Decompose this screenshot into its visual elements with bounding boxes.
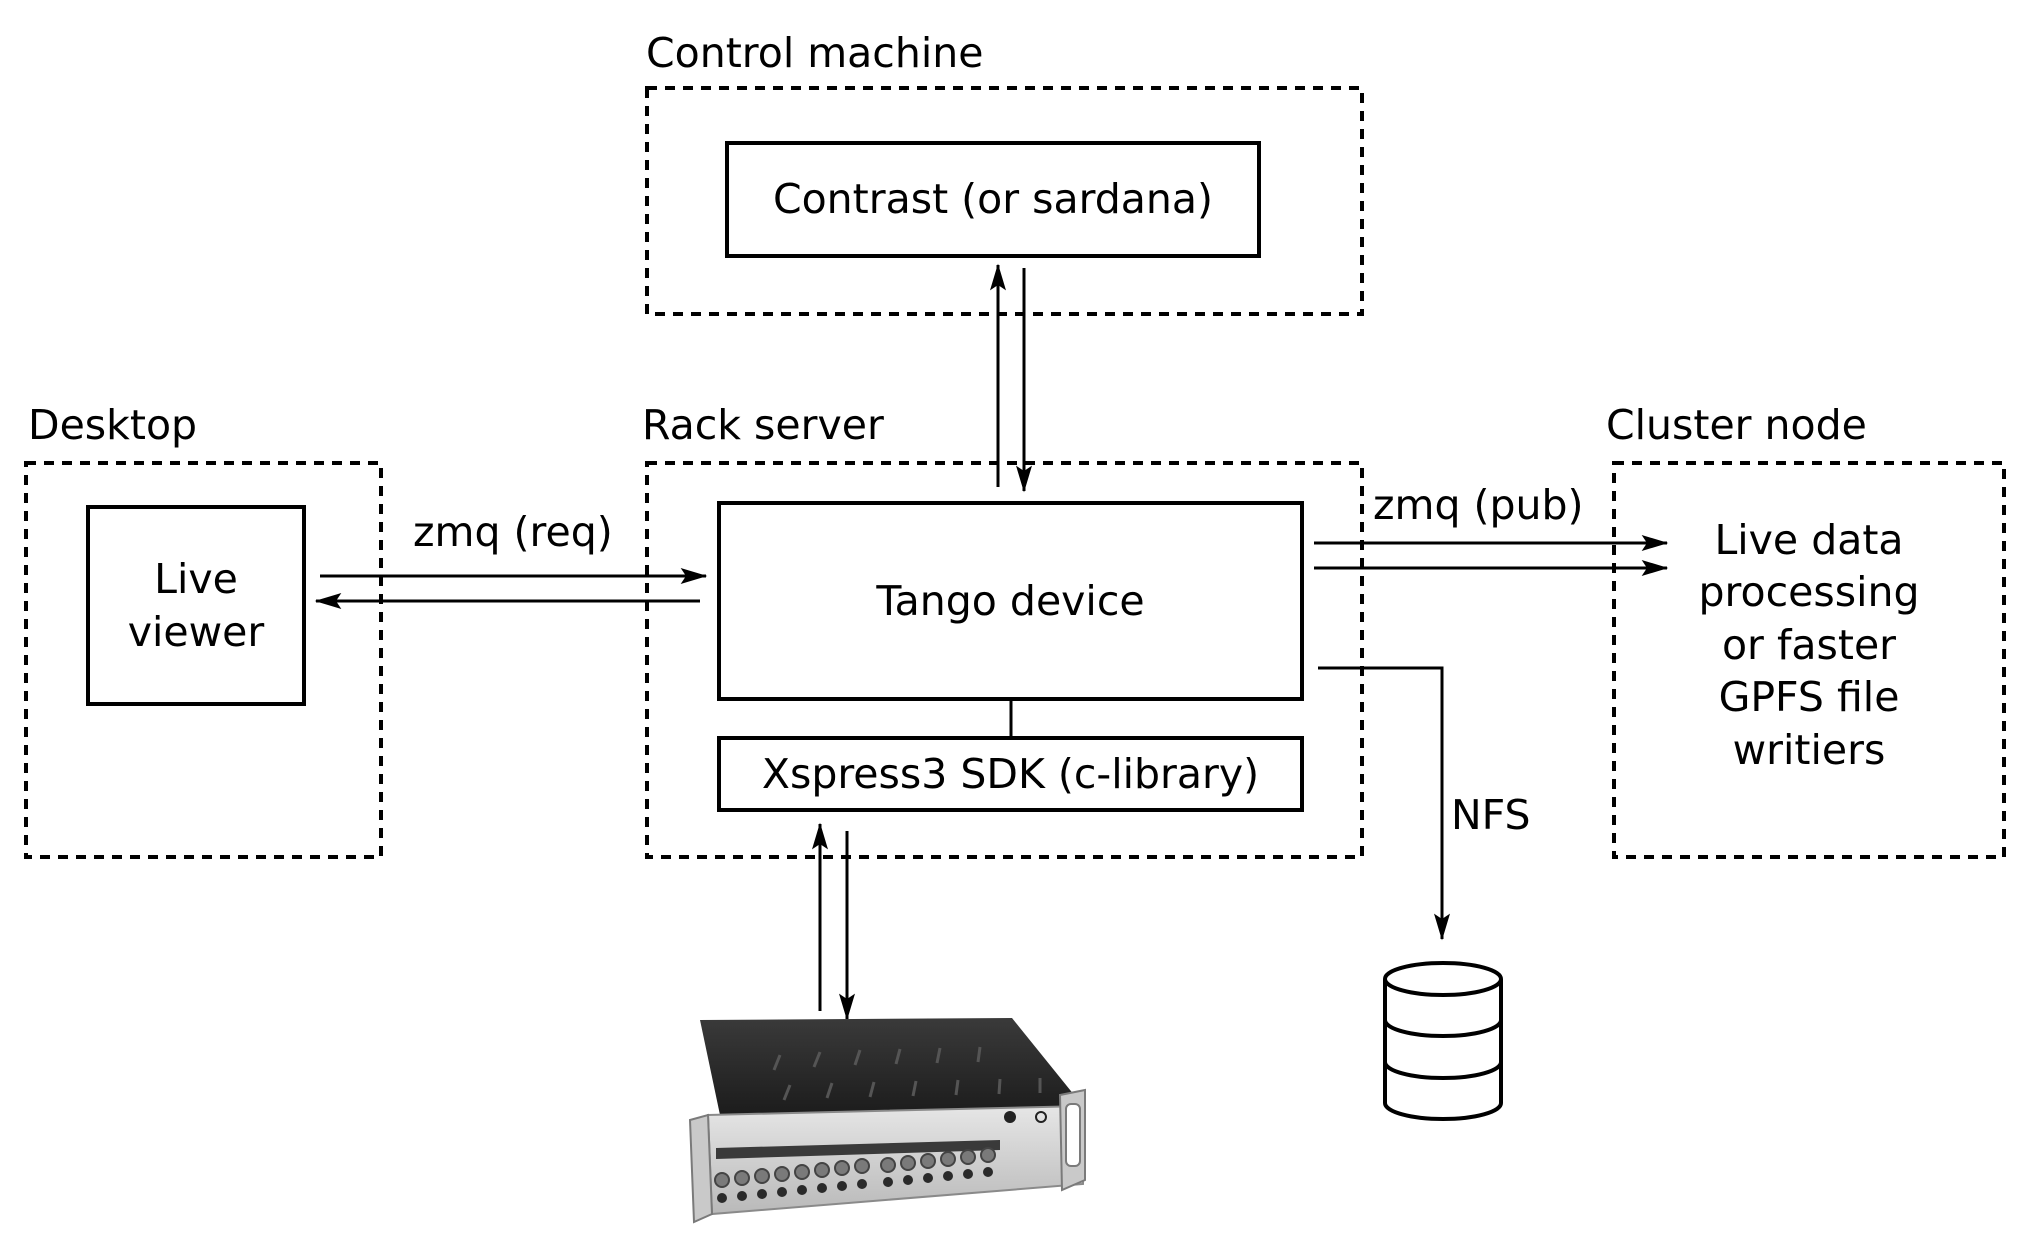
tango-device-box: [717, 501, 1304, 701]
cluster-node-label: Cluster node: [1606, 401, 1867, 449]
zmq-pub-label: zmq (pub): [1373, 481, 1584, 529]
live-viewer-box: [86, 505, 306, 706]
zmq-req-label: zmq (req): [413, 508, 613, 556]
control-machine-group: [645, 86, 1364, 316]
cluster-node-group: [1612, 461, 2006, 859]
cluster-node-text: Live data processing or faster GPFS file…: [1698, 515, 1920, 774]
sdk-box: [717, 736, 1304, 812]
tango-to-storage-arrow: [1318, 666, 1450, 941]
contrast-box-label: Contrast (or sardana): [772, 175, 1214, 224]
control-machine-label: Control machine: [646, 29, 984, 77]
nfs-label: NFS: [1451, 791, 1531, 839]
live-viewer-label: Live viewer: [127, 555, 265, 656]
sdk-label: Xspress3 SDK (c-library): [761, 749, 1260, 798]
desktop-group: [24, 461, 383, 859]
rack-server-group: [645, 461, 1364, 859]
xspress3-rack-unit-icon: [688, 1018, 1087, 1224]
contrast-box: [725, 141, 1261, 258]
tango-device-label: Tango device: [876, 576, 1145, 625]
database-icon: [1383, 961, 1503, 1121]
rack-server-label: Rack server: [642, 401, 884, 449]
desktop-label: Desktop: [28, 401, 198, 449]
